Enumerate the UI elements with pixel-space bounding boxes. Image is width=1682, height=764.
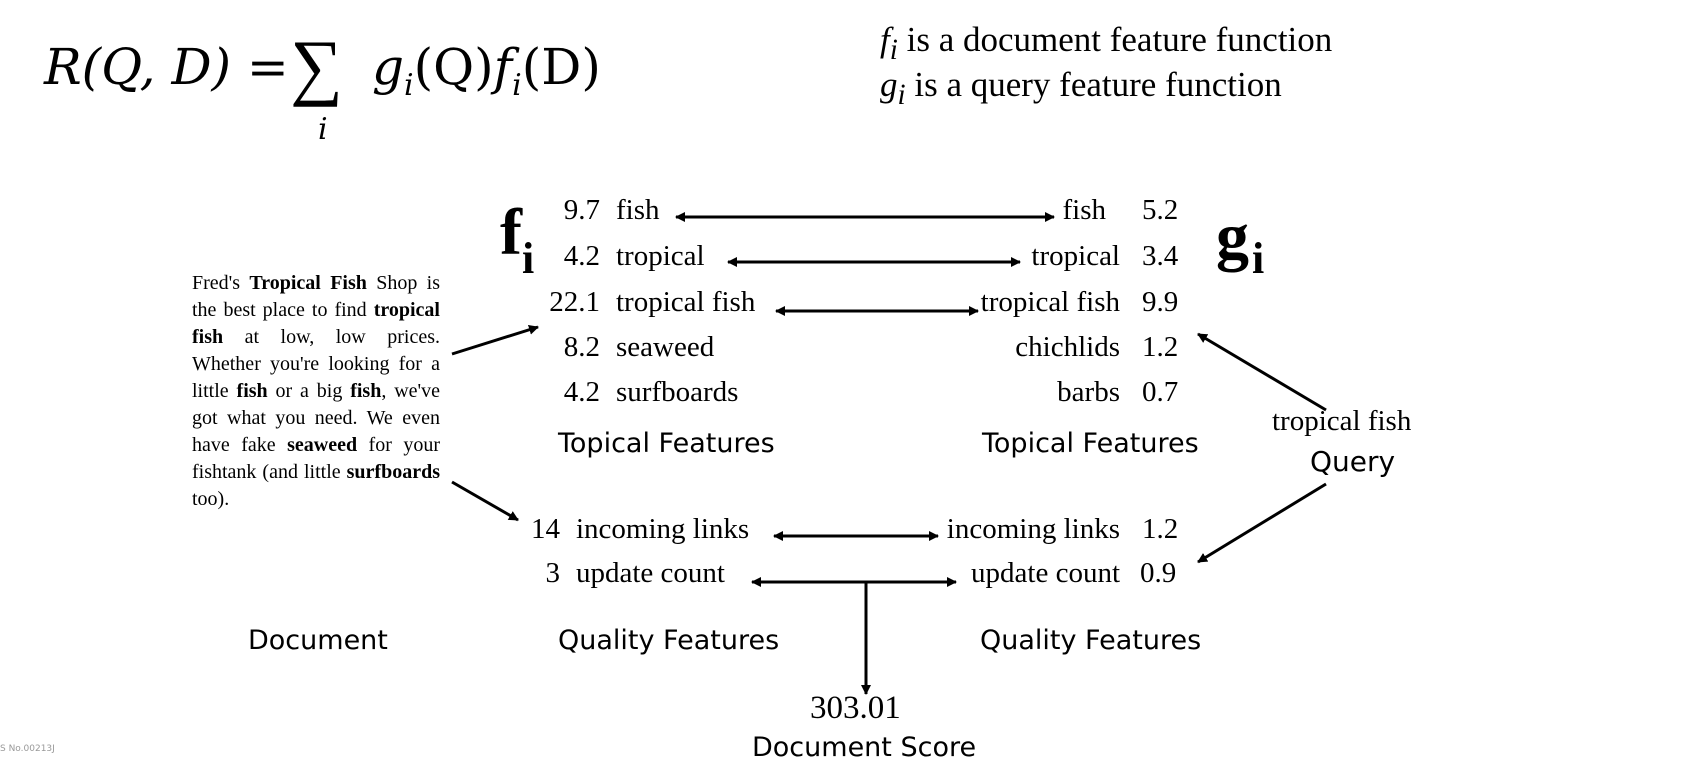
formula-rhs: gi(Q)fi(D) (372, 38, 601, 103)
query-topical-term: tropical fish (980, 286, 1120, 318)
document-keyword: surfboards (346, 461, 440, 483)
formula-lhs: R(Q, D) = (44, 38, 289, 96)
query-topical-value: 5.2 (1142, 194, 1179, 226)
document-keyword: Tropical Fish (249, 272, 367, 294)
definition-f: fi is a document feature function (880, 20, 1333, 66)
doc-topical-term: tropical (616, 240, 705, 272)
document-text-run: Shop is the best place to find (192, 272, 440, 321)
query-quality-heading: Quality Features (980, 625, 1202, 656)
doc-topical-term: seaweed (616, 331, 715, 363)
document-keyword: fish (236, 380, 268, 402)
query-topical-term: barbs (1057, 376, 1120, 408)
doc-topical-term: tropical fish (616, 286, 756, 318)
doc-quality-value: 14 (531, 513, 560, 545)
definition-g: gi is a query feature function (880, 65, 1282, 111)
document-keyword: tropical fish (192, 299, 440, 348)
query-topical-term: fish (1062, 194, 1107, 226)
document-text-run: at low, low prices. Whether you're looki… (192, 326, 440, 402)
document-text-run: or a big (267, 380, 351, 402)
arrow-doc-to-quality (451, 480, 519, 522)
query-topical-value: 3.4 (1142, 240, 1179, 272)
document-text-run: for your fishtank (and little (192, 434, 441, 483)
query-topical-value: 1.2 (1142, 331, 1179, 363)
doc-topical-value: 9.7 (563, 194, 600, 226)
document-keyword: seaweed (287, 434, 358, 456)
query-topical-term: tropical (1031, 240, 1120, 272)
arrow-doc-to-topical (451, 324, 539, 356)
document-text-run: too). (192, 488, 230, 510)
document-score-label: Document Score (752, 732, 977, 763)
query-text: tropical fish (1272, 405, 1412, 437)
document-text-run: Fred's (192, 272, 250, 294)
watermark-text: S No.00213J (0, 744, 55, 754)
doc-topical-value: 22.1 (549, 286, 600, 318)
doc-quality-term: update count (576, 557, 725, 589)
doc-quality-term: incoming links (576, 513, 750, 545)
document-text: Fred's Tropical Fish Shop is the best pl… (192, 270, 440, 513)
query-quality-term: incoming links (946, 513, 1120, 545)
g-symbol: g (1216, 200, 1249, 273)
query-topical-value: 9.9 (1142, 286, 1179, 318)
doc-topical-value: 4.2 (563, 376, 600, 408)
document-text-run: , we've got what you need. We even have … (192, 380, 440, 456)
summation-index: i (318, 112, 328, 147)
query-topical-value: 0.7 (1142, 376, 1179, 408)
query-topical-heading: Topical Features (982, 428, 1199, 459)
arrow-query-to-quality (1197, 482, 1327, 564)
doc-topical-value: 4.2 (563, 240, 600, 272)
doc-quality-heading: Quality Features (558, 625, 780, 656)
doc-topical-term: surfboards (616, 376, 739, 408)
query-label: Query (1310, 445, 1396, 478)
document-keyword: fish (350, 380, 382, 402)
f-symbol: f (500, 196, 522, 269)
document-label: Document (248, 625, 388, 656)
f-subscript: i (522, 234, 535, 283)
g-subscript: i (1252, 234, 1265, 283)
doc-topical-heading: Topical Features (558, 428, 775, 459)
query-quality-value: 1.2 (1142, 513, 1179, 545)
doc-topical-term: fish (616, 194, 660, 226)
query-quality-value: 0.9 (1140, 557, 1177, 589)
doc-topical-value: 8.2 (563, 331, 600, 363)
query-quality-term: update count (971, 557, 1120, 589)
summation-symbol: ∑ (290, 26, 343, 108)
doc-quality-value: 3 (545, 557, 561, 589)
arrow-query-to-topical (1197, 332, 1327, 412)
query-topical-term: chichlids (1015, 331, 1120, 363)
document-score-value: 303.01 (810, 690, 901, 726)
